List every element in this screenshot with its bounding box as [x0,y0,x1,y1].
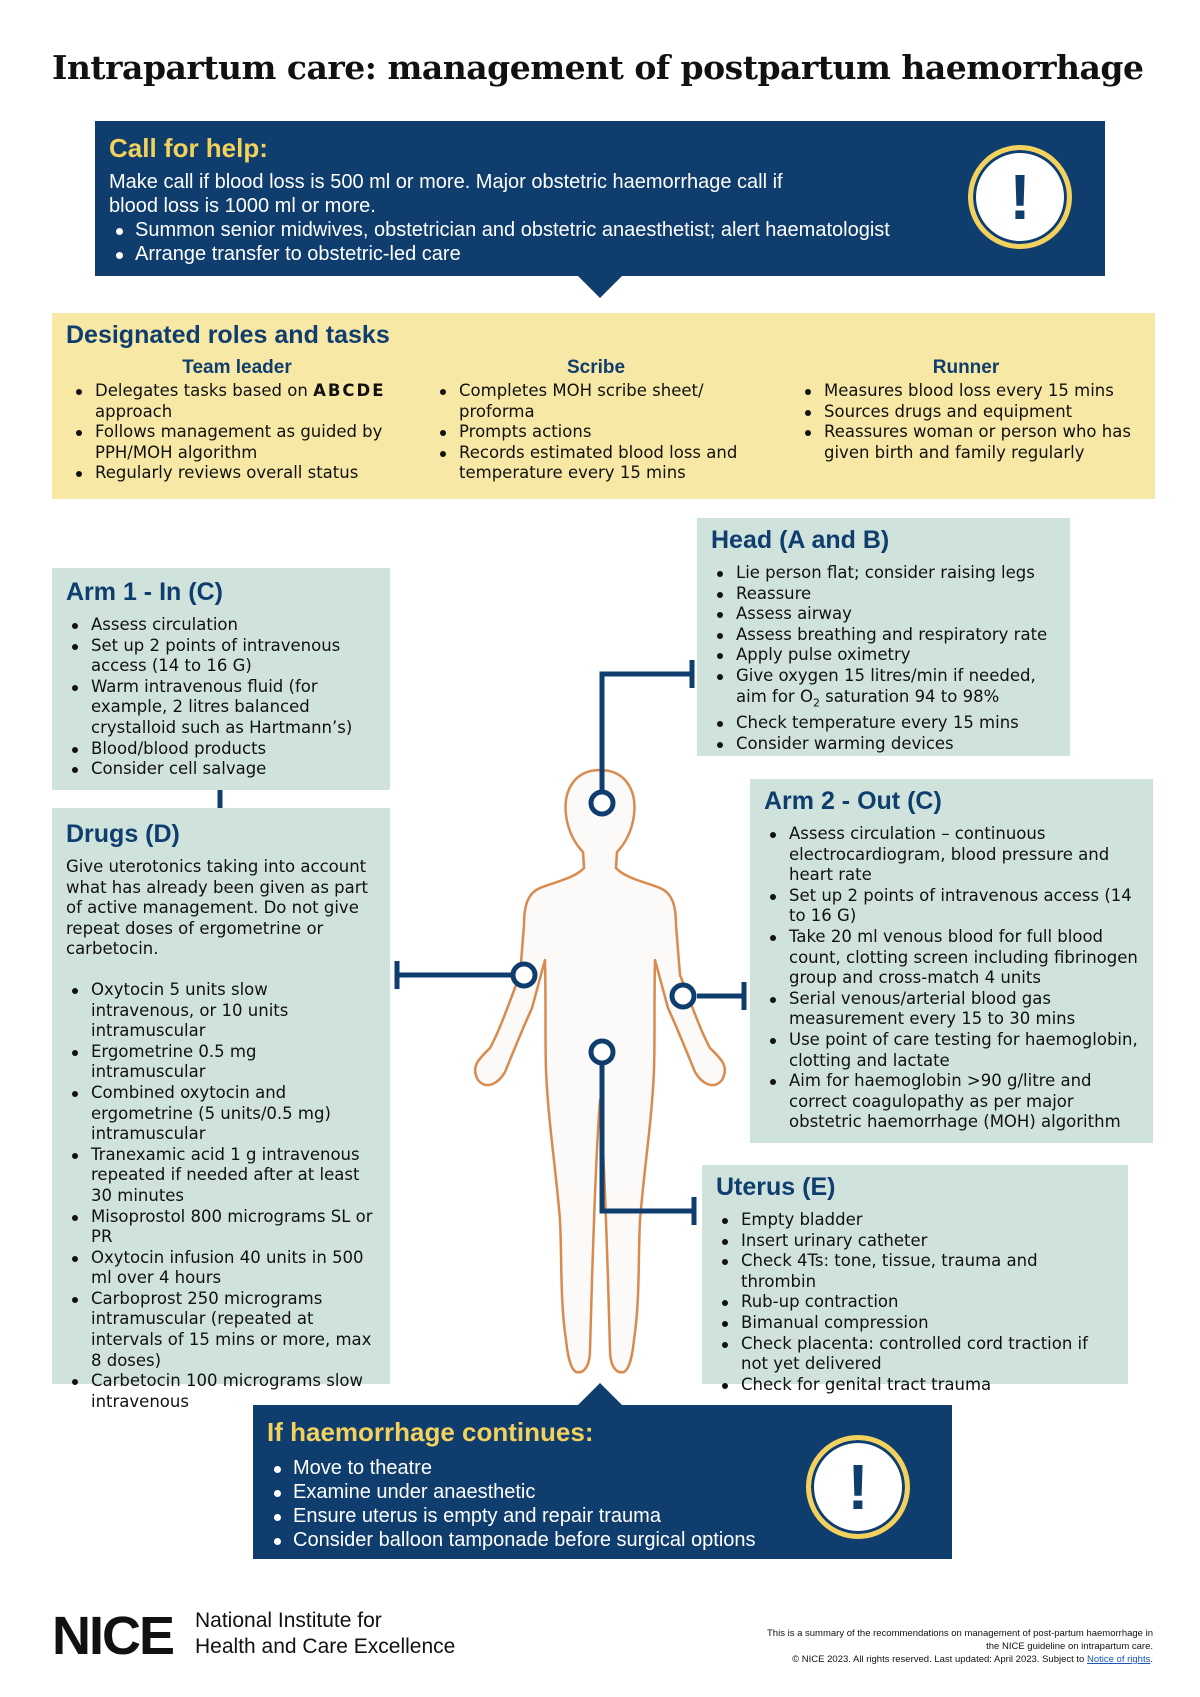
nice-logo: NICE [52,1606,175,1666]
uterus-item: Check 4Ts: tone, tissue, trauma and thro… [708,1251,1114,1292]
head-item: Assess breathing and respiratory rate [703,625,1056,646]
alert-icon: ! [968,145,1072,249]
arm2-item: Set up 2 points of intravenous access (1… [756,886,1139,927]
call-for-help-text-2: blood loss is 1000 ml or more. [109,195,376,217]
continues-item: Consider balloon tamponade before surgic… [267,1528,938,1552]
uterus-heading: Uterus (E) [716,1173,836,1201]
role-task: Regularly reviews overall status [62,463,412,484]
drug-item: Misoprostol 800 micrograms SL or PR [58,1207,376,1248]
drug-item: Ergometrine 0.5 mg intramuscular [58,1042,376,1083]
arm2-item: Aim for haemoglobin >90 g/litre and corr… [756,1071,1139,1133]
role-task: Reassures woman or person who has given … [791,422,1141,463]
role-task: Completes MOH scribe sheet/ proforma [426,381,766,422]
roles-heading: Designated roles and tasks [66,321,390,349]
call-for-help-pointer [578,276,622,298]
head-item: Apply pulse oximetry [703,645,1056,666]
right-arm-node [669,982,697,1010]
uterus-item: Insert urinary catheter [708,1231,1114,1252]
drugs-panel: Drugs (D) Give uterotonics taking into a… [52,808,390,1411]
uterus-item: Bimanual compression [708,1313,1114,1334]
call-for-help-text-1: Make call if blood loss is 500 ml or mor… [109,171,783,193]
left-arm-node [510,961,538,989]
call-for-help-bullet: Arrange transfer to obstetric-led care [109,242,1091,266]
continues-item: Examine under anaesthetic [267,1480,938,1504]
arm2-item: Assess circulation – continuous electroc… [756,824,1139,886]
drug-item: Oxytocin 5 units slow intravenous, or 10… [58,980,376,1042]
head-panel: Head (A and B) Lie person flat; consider… [697,518,1070,756]
arm2-item: Take 20 ml venous blood for full blood c… [756,927,1139,989]
arm1-heading: Arm 1 - In (C) [66,578,223,606]
call-for-help-bullet: Summon senior midwives, obstetrician and… [109,218,1091,242]
role-task: Sources drugs and equipment [791,402,1141,423]
uterus-item: Rub-up contraction [708,1292,1114,1313]
organisation-name: National Institute for Health and Care E… [195,1609,456,1658]
head-heading: Head (A and B) [711,526,890,554]
role-task: Delegates tasks based on ABCDE approach [62,381,412,422]
head-item: Consider warming devices [703,734,1056,755]
continues-box: If haemorrhage continues: Move to theatr… [253,1405,952,1559]
continues-item: Move to theatre [267,1456,938,1480]
drug-item: Tranexamic acid 1 g intravenous repeated… [58,1145,376,1207]
role-team-leader: Team leader Delegates tasks based on ABC… [62,357,412,484]
role-title: Runner [932,357,1000,378]
role-task: Records estimated blood loss and tempera… [426,443,766,484]
call-for-help-heading: Call for help: [109,133,268,163]
footer-note: This is a summary of the recommendations… [767,1628,1153,1665]
arm1-item: Warm intravenous fluid (for example, 2 l… [58,677,376,739]
page-title: Intrapartum care: management of postpart… [52,48,1144,87]
notice-of-rights-link[interactable]: Notice of rights [1086,1654,1151,1665]
arm2-item: Use point of care testing for haemoglobi… [756,1030,1139,1071]
head-item: Check temperature every 15 mins [703,713,1056,734]
continues-pointer [578,1383,622,1405]
uterus-node [588,1038,616,1066]
arm1-item: Blood/blood products [58,739,376,760]
arm1-item: Set up 2 points of intravenous access (1… [58,636,376,677]
arm1-panel: Arm 1 - In (C) Assess circulation Set up… [52,568,390,790]
role-task: Measures blood loss every 15 mins [791,381,1141,402]
roles-box: Designated roles and tasks Team leader D… [52,313,1155,499]
arm1-item: Assess circulation [58,615,376,636]
head-item: Assess airway [703,604,1056,625]
uterus-item: Empty bladder [708,1210,1114,1231]
head-item: Lie person flat; consider raising legs [703,563,1056,584]
drugs-heading: Drugs (D) [66,820,180,848]
call-for-help-box: Call for help: Make call if blood loss i… [95,121,1105,276]
body-outline [473,768,727,1374]
role-title: Scribe [566,357,626,378]
role-title: Team leader [182,357,292,378]
continues-item: Ensure uterus is empty and repair trauma [267,1504,938,1528]
drug-item: Carboprost 250 micrograms intramuscular … [58,1289,376,1371]
role-task: Prompts actions [426,422,766,443]
arm2-item: Serial venous/arterial blood gas measure… [756,989,1139,1030]
continues-heading: If haemorrhage continues: [267,1417,594,1447]
uterus-item: Check for genital tract trauma [708,1375,1114,1396]
arm2-panel: Arm 2 - Out (C) Assess circulation – con… [750,779,1153,1143]
drug-item: Carbetocin 100 micrograms slow intraveno… [58,1371,376,1412]
role-scribe: Scribe Completes MOH scribe sheet/ profo… [426,357,766,484]
head-node [588,789,616,817]
role-task: Follows management as guided by PPH/MOH … [62,422,412,463]
alert-icon: ! [806,1435,910,1539]
arm1-item: Consider cell salvage [58,759,376,780]
drug-item: Oxytocin infusion 40 units in 500 ml ove… [58,1248,376,1289]
role-runner: Runner Measures blood loss every 15 mins… [791,357,1141,463]
head-item: Reassure [703,584,1056,605]
uterus-panel: Uterus (E) Empty bladder Insert urinary … [702,1165,1128,1394]
connector-nodes [510,789,697,1066]
arm2-heading: Arm 2 - Out (C) [764,787,942,815]
head-item: Give oxygen 15 litres/min if needed,aim … [703,666,1056,713]
uterus-item: Check placenta: controlled cord traction… [708,1334,1114,1375]
drugs-intro: Give uterotonics taking into account wha… [66,857,368,959]
drug-item: Combined oxytocin and ergometrine (5 uni… [58,1083,376,1145]
